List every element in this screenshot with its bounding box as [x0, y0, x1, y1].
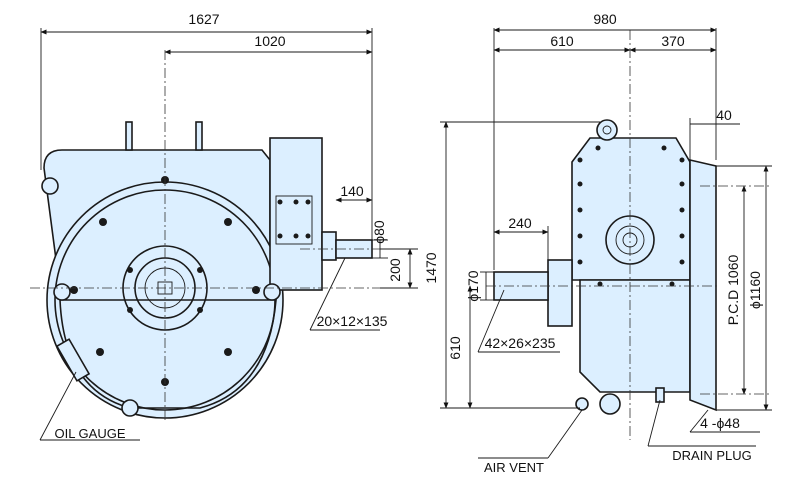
dim-1020: 1020	[254, 33, 285, 49]
dim-bolt-holes: 4 -ϕ48	[700, 415, 740, 431]
dim-1627: 1627	[188, 11, 219, 27]
right-side-view	[486, 30, 770, 440]
label-air-vent: AIR VENT	[484, 460, 544, 475]
dim-140: 140	[340, 183, 364, 199]
dim-phi1160: ϕ1160	[747, 271, 763, 309]
dim-key-42x26x235: 42×26×235	[485, 335, 556, 351]
dim-phi80: ϕ80	[371, 220, 387, 244]
dim-1470: 1470	[423, 252, 439, 283]
left-dimensions: 1627 1020 140 ϕ80 200 20×12×135 OIL GAUG…	[39, 11, 418, 441]
left-front-view	[30, 50, 390, 420]
dim-610-height: 610	[447, 336, 463, 360]
right-dimensions: 980 610 370 40 240 1470 ϕ170 610 42×26×2…	[423, 11, 772, 475]
dim-610-top: 610	[550, 33, 574, 49]
dim-40: 40	[716, 107, 732, 123]
dim-200: 200	[387, 258, 403, 282]
dim-phi170: ϕ170	[465, 270, 481, 301]
dim-240: 240	[508, 215, 532, 231]
dim-980: 980	[593, 11, 617, 27]
label-oil-gauge: OIL GAUGE	[54, 426, 125, 441]
label-drain-plug: DRAIN PLUG	[672, 448, 751, 463]
dim-key-20x12x135: 20×12×135	[317, 313, 388, 329]
dim-pcd-1060: P.C.D 1060	[725, 255, 741, 326]
dim-370: 370	[661, 33, 685, 49]
